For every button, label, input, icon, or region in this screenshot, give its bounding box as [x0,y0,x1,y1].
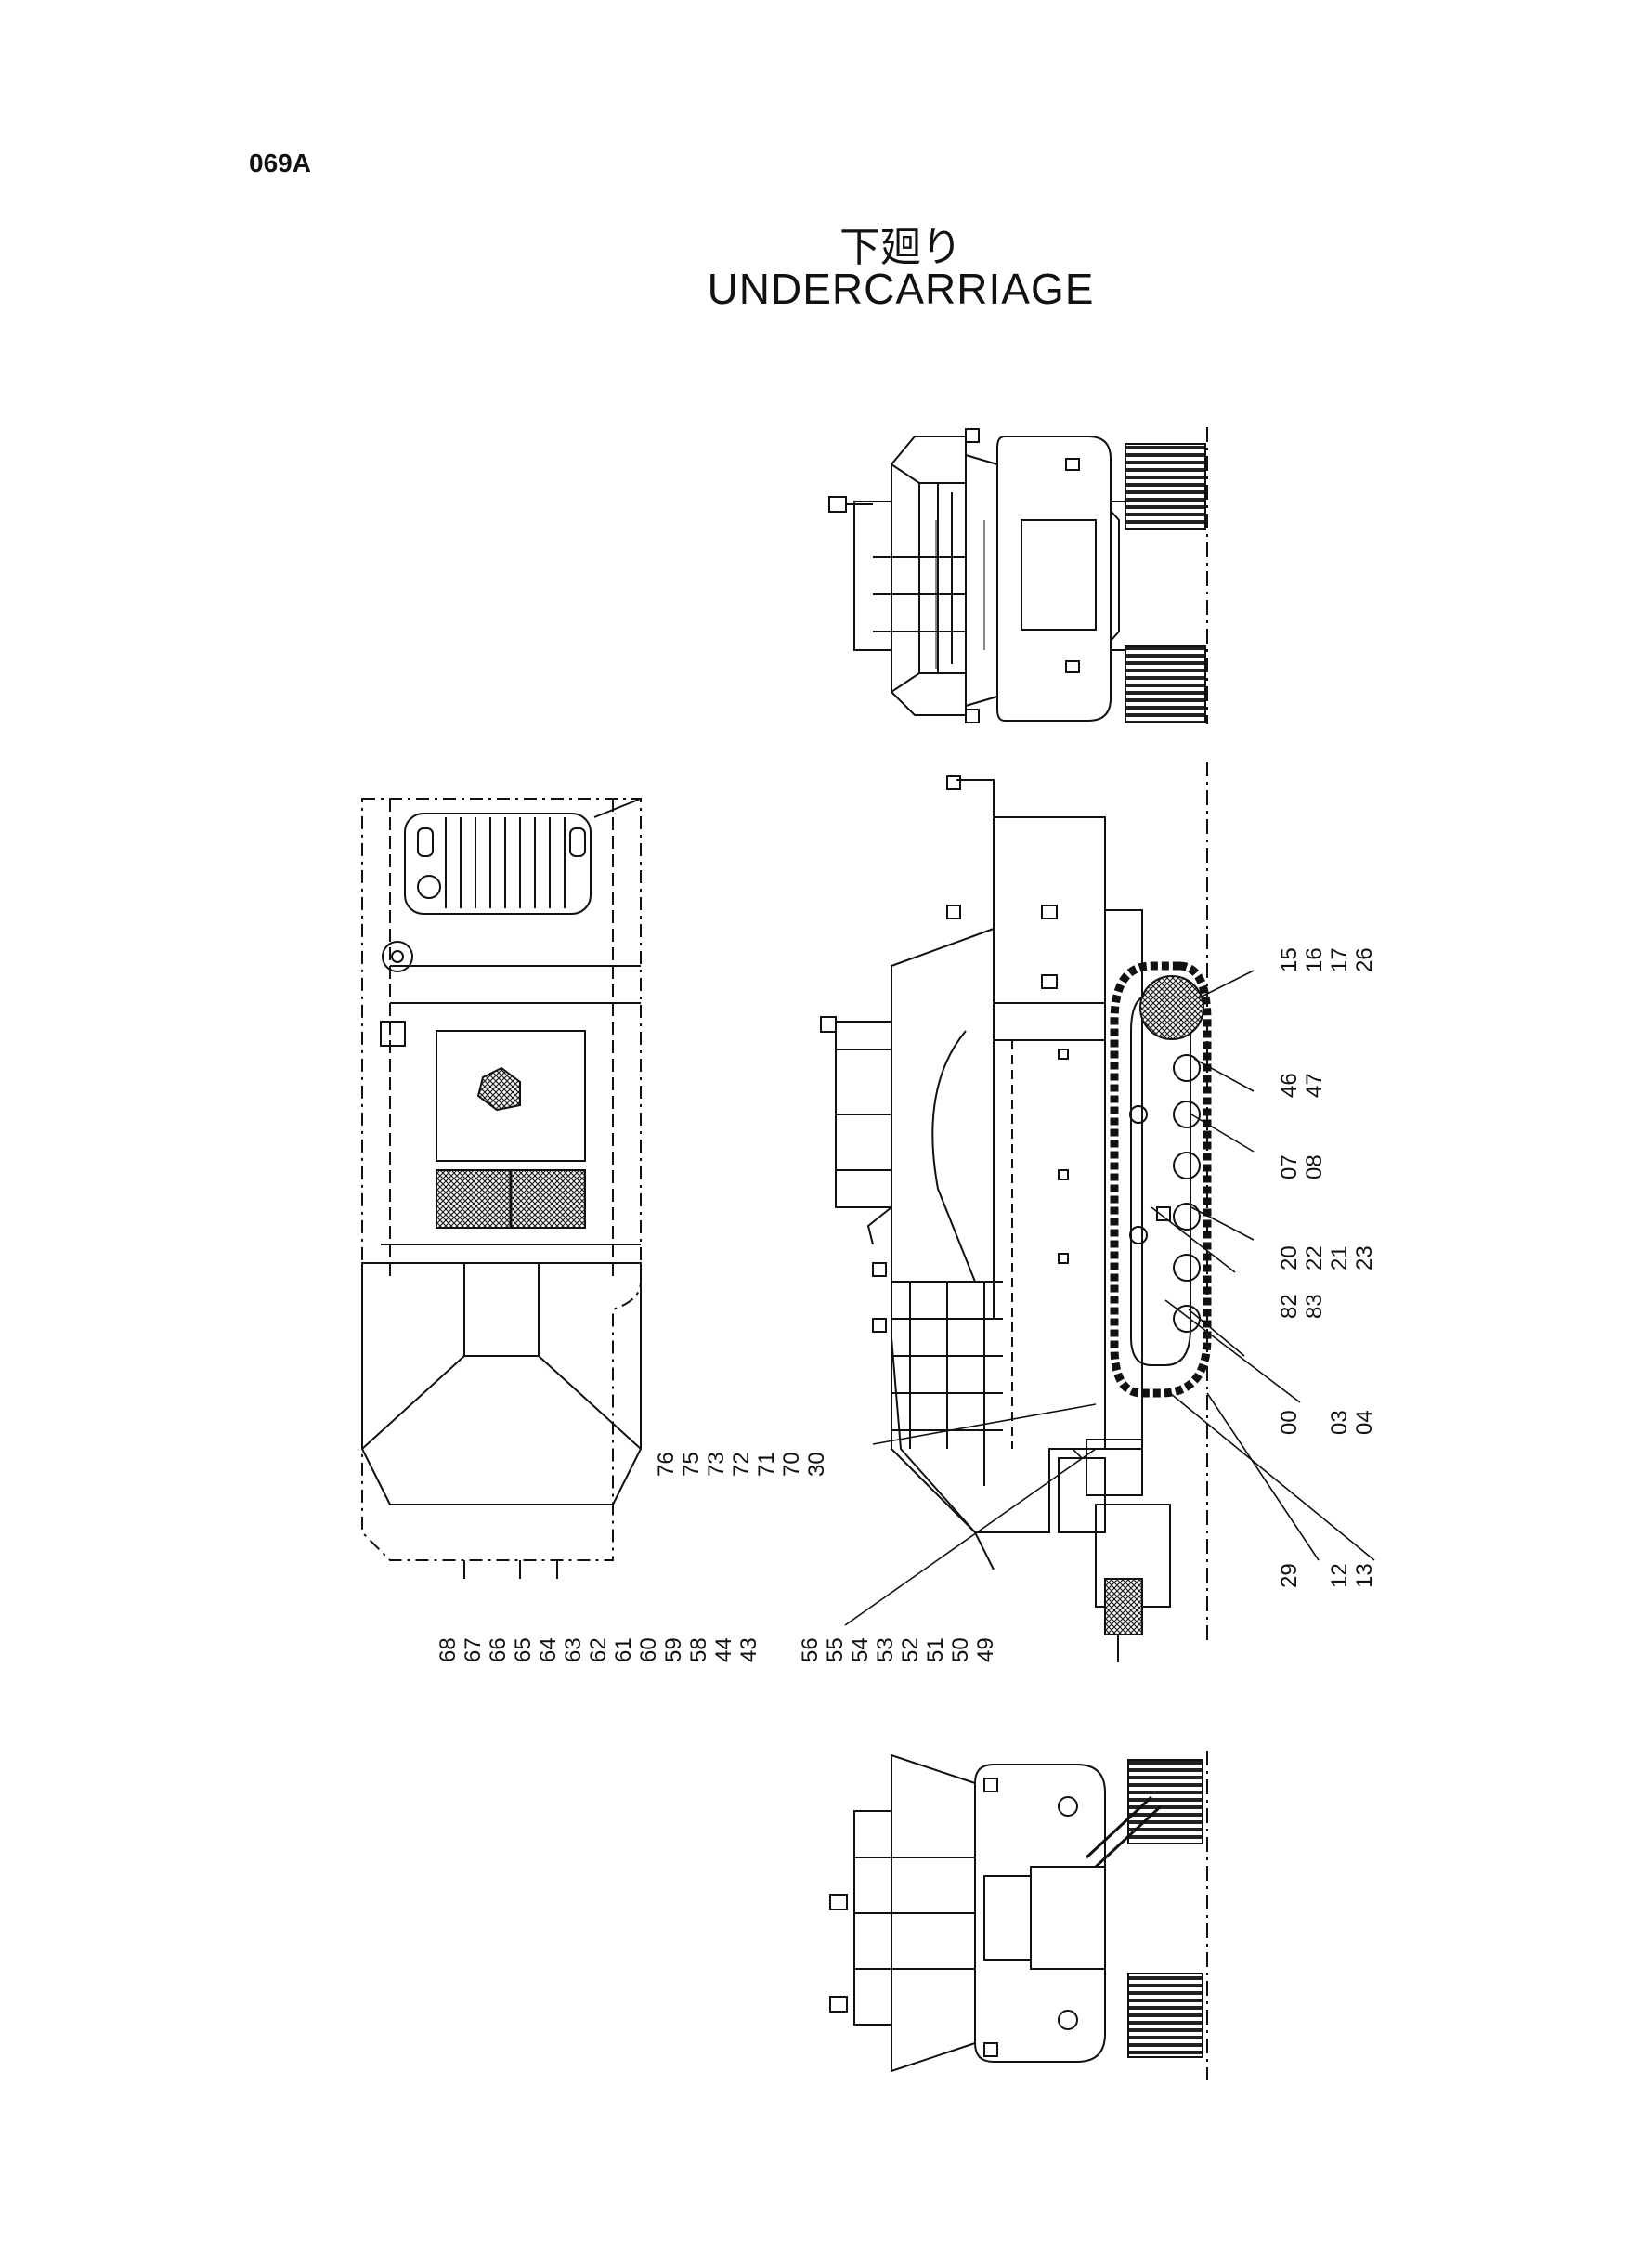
plan-view [361,798,642,1579]
callouts-bottom: 68 67 66 65 64 63 62 61 60 59 58 44 43 5… [436,1637,998,1662]
callout-44: 44 [711,1637,736,1662]
callout-58: 58 [686,1637,711,1662]
callout-65: 65 [511,1637,536,1662]
callout-00: 00 [1277,1410,1302,1435]
callout-17: 17 [1327,947,1352,972]
callout-54: 54 [848,1637,873,1662]
callout-59: 59 [661,1637,686,1662]
callout-07: 07 [1277,1154,1302,1179]
callout-43: 43 [736,1637,761,1662]
callout-08: 08 [1302,1154,1327,1179]
callout-51: 51 [923,1637,948,1662]
callout-61: 61 [611,1637,636,1662]
callout-56: 56 [798,1637,823,1662]
callout-53: 53 [873,1637,898,1662]
leader-lines [844,970,1375,1626]
callout-12: 12 [1327,1563,1352,1588]
callout-46: 46 [1277,1073,1302,1098]
callout-60: 60 [636,1637,661,1662]
callouts-right: 15 16 17 26 46 47 07 08 20 22 21 23 82 8… [1277,947,1377,1588]
rear-view-bottom [829,1751,1208,2080]
callout-29: 29 [1277,1563,1302,1588]
callout-03: 03 [1327,1410,1352,1435]
callout-71: 71 [754,1452,779,1477]
callout-26: 26 [1352,947,1377,972]
side-view-main [820,762,1212,1662]
callout-62: 62 [586,1637,611,1662]
callout-76: 76 [654,1452,679,1477]
callout-55: 55 [823,1637,848,1662]
callout-68: 68 [436,1637,461,1662]
callout-21: 21 [1327,1245,1352,1270]
callout-52: 52 [898,1637,923,1662]
callouts-middle: 76 75 73 72 71 70 30 [654,1452,829,1477]
callout-13: 13 [1352,1563,1377,1588]
track-rollers [1129,1054,1201,1333]
callout-67: 67 [461,1637,486,1662]
title-english: UNDERCARRIAGE [707,265,1095,313]
callout-49: 49 [973,1637,998,1662]
front-view-top [828,427,1208,724]
callout-82: 82 [1277,1294,1302,1319]
page-code: 069A [249,149,311,177]
callout-04: 04 [1352,1410,1377,1435]
title-japanese: 下廻り [839,224,962,271]
callout-72: 72 [729,1452,754,1477]
callout-23: 23 [1352,1245,1377,1270]
callout-83: 83 [1302,1294,1327,1319]
callout-16: 16 [1302,947,1327,972]
callout-30: 30 [804,1452,829,1477]
callout-22: 22 [1302,1245,1327,1270]
callout-66: 66 [486,1637,511,1662]
callout-73: 73 [704,1452,729,1477]
callout-50: 50 [948,1637,973,1662]
callout-70: 70 [779,1452,804,1477]
callout-20: 20 [1277,1245,1302,1270]
callout-47: 47 [1302,1073,1327,1098]
callout-64: 64 [536,1637,561,1662]
callout-15: 15 [1277,947,1302,972]
callout-63: 63 [561,1637,586,1662]
callout-75: 75 [679,1452,704,1477]
